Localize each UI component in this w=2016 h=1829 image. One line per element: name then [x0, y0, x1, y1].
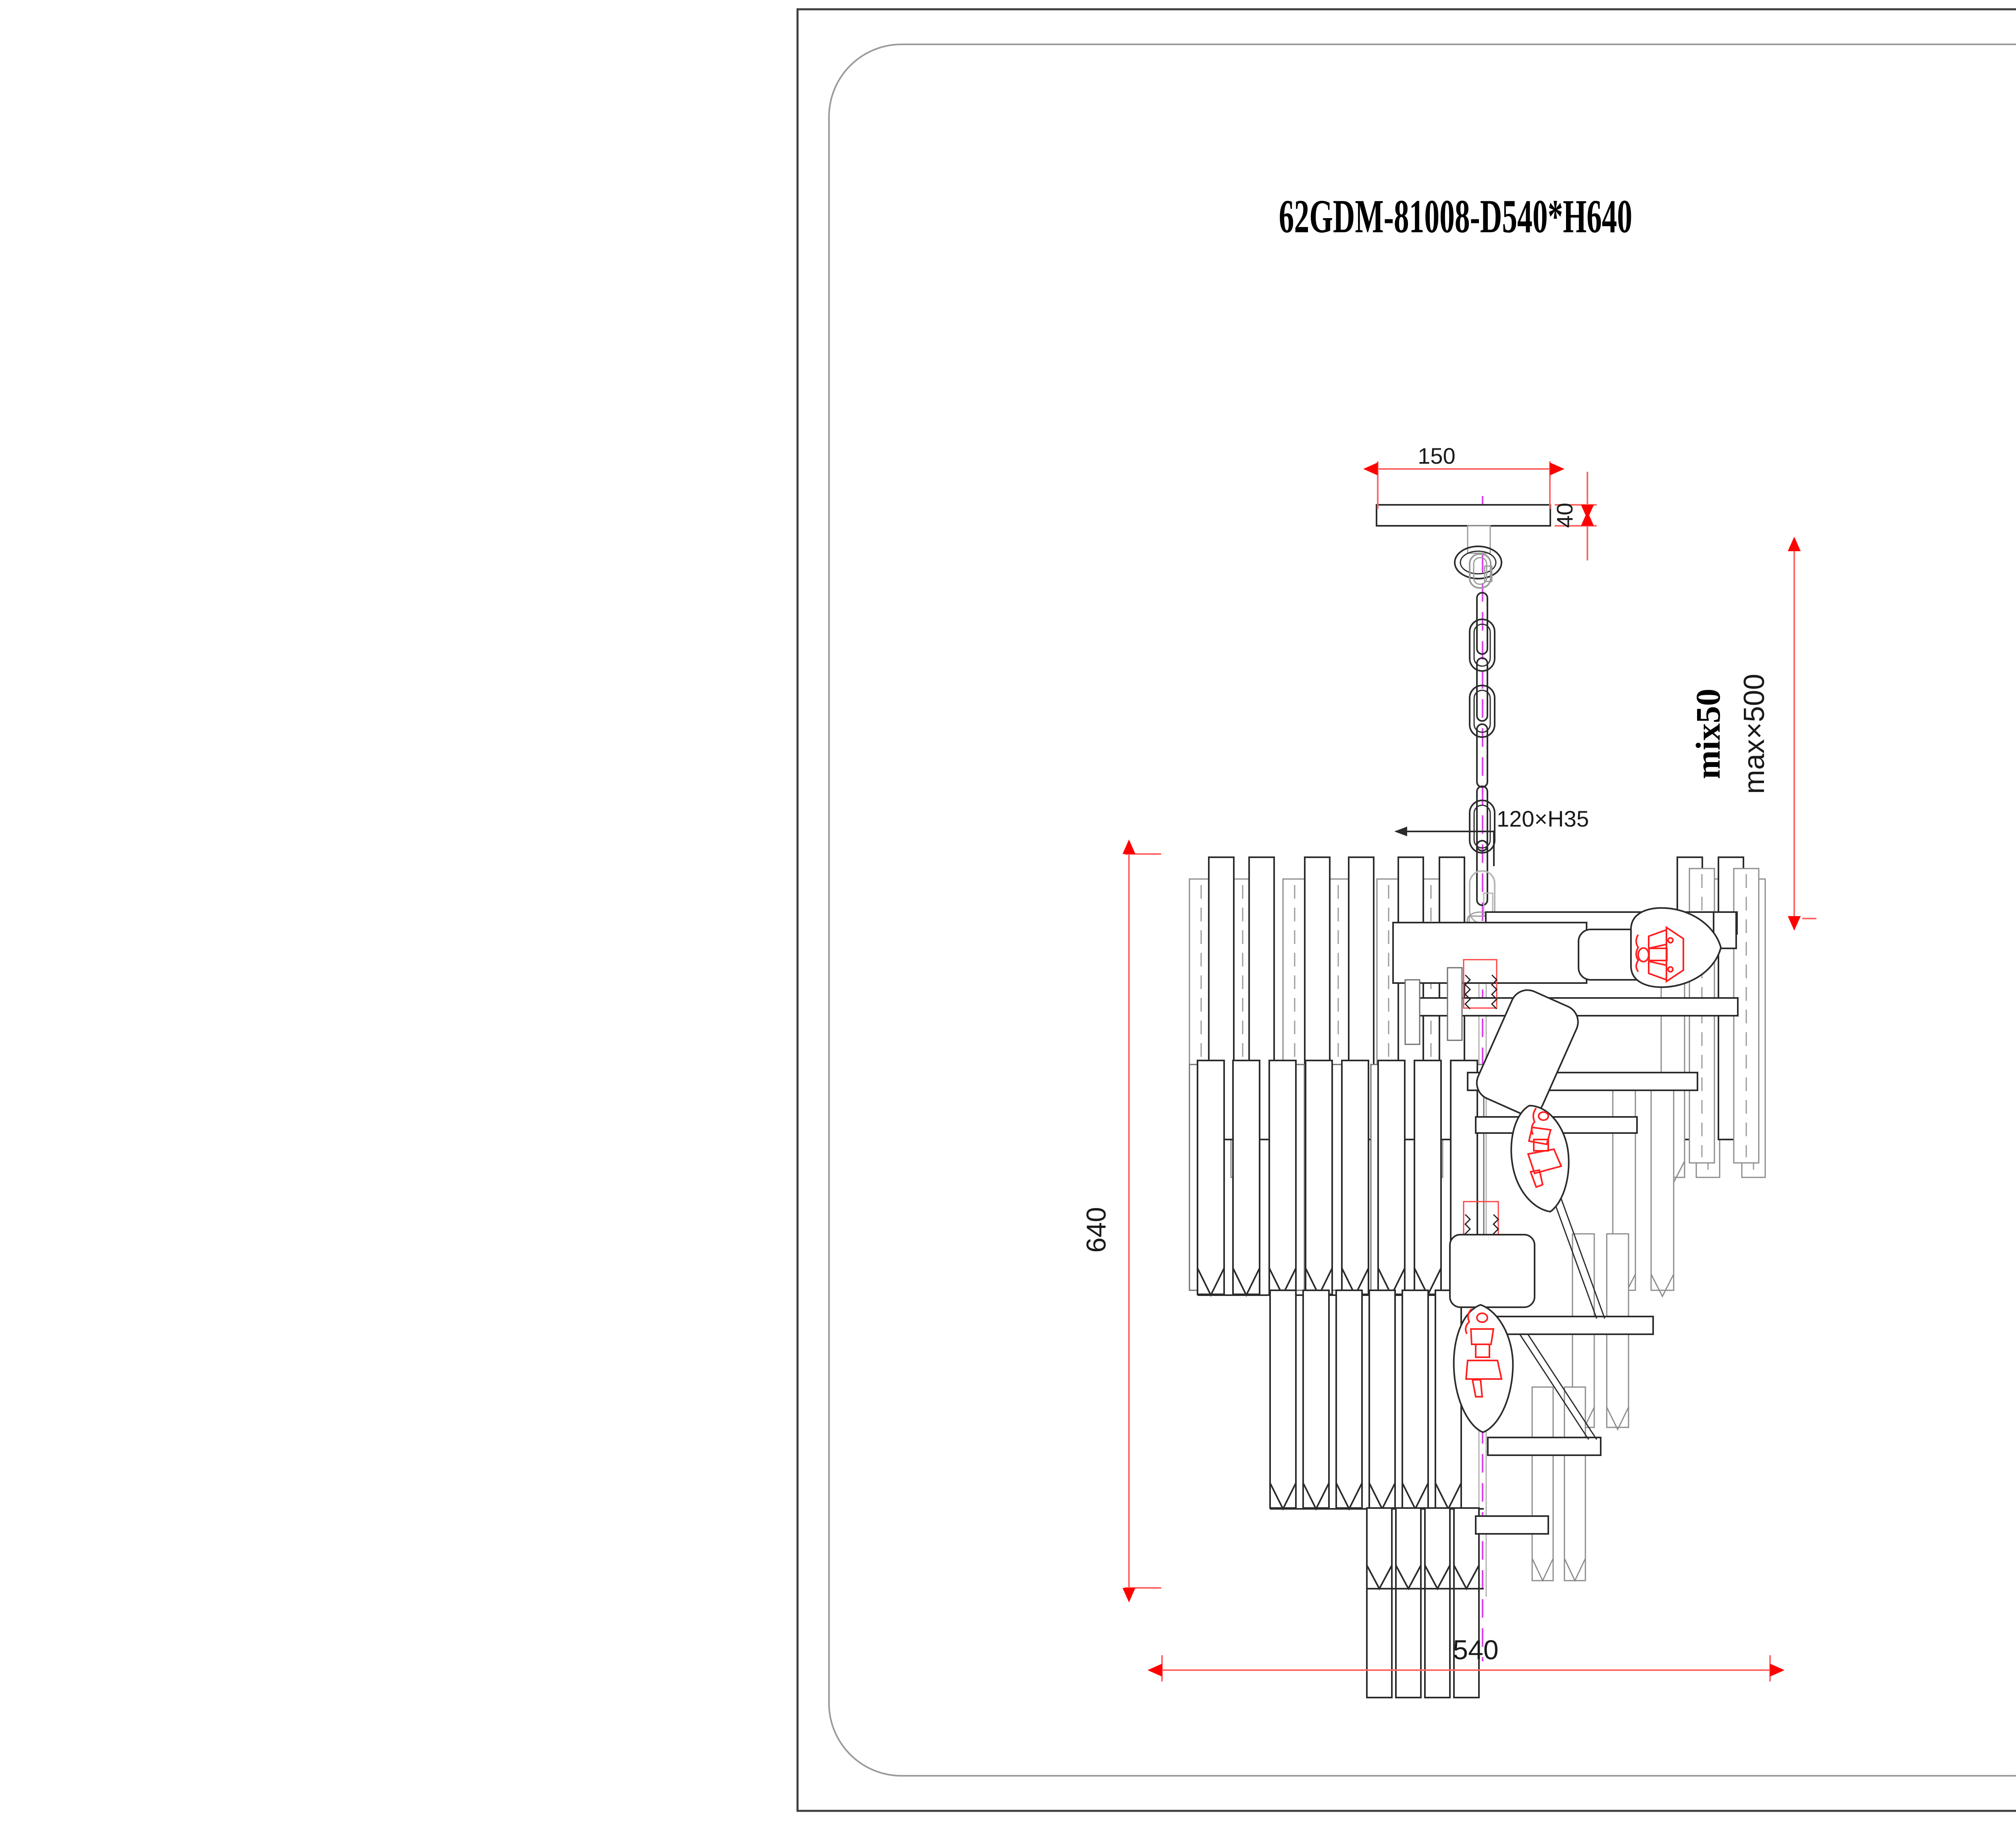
dimension-label-40: 40 [1552, 503, 1577, 528]
chain-link [1469, 619, 1495, 672]
dimension-40: 40 [1552, 472, 1597, 560]
frame-drop [1447, 967, 1463, 1041]
crystal-rod [1377, 1060, 1406, 1295]
chain-link [1469, 685, 1495, 738]
bulb-upper [1630, 907, 1722, 988]
crystal-rod [1341, 1060, 1369, 1295]
dimension-label-540: 540 [1453, 1635, 1498, 1665]
dimension-label-mix50: mix50 [1689, 689, 1727, 779]
frame-arm [1475, 1515, 1549, 1535]
dimension-150: 150 [1363, 443, 1564, 509]
leader-arrowhead [1394, 827, 1407, 836]
tier-4-rod-tips [1366, 1565, 1484, 1591]
bulb-filament [1527, 1107, 1562, 1188]
hanging-ring-inner [1460, 550, 1497, 575]
crystal-rod [1305, 1060, 1333, 1295]
quick-link-body [1469, 553, 1491, 589]
crystal-rod [1414, 1060, 1442, 1295]
socket-housing [1449, 1234, 1535, 1308]
crystal-rod [1453, 1507, 1480, 1698]
threaded-collar [1463, 959, 1497, 1009]
crystal-rod [1335, 1289, 1363, 1509]
chain-link [1473, 690, 1491, 733]
outer-border [796, 8, 2016, 1812]
dimension-540: 540 [1148, 1635, 1785, 1681]
chain-link [1476, 657, 1488, 722]
crystal-rod [1366, 1507, 1393, 1698]
sheet-borders [796, 8, 2016, 1812]
chain-link [1469, 800, 1495, 854]
crystal-rod [1302, 1289, 1330, 1509]
dimension-label-120-h35: 120×H35 [1497, 806, 1589, 831]
ceiling-canopy-assembly [1376, 504, 1551, 589]
crystal-rod [1402, 1289, 1429, 1509]
title-block: 62GDM-81008-D540*H640 [1279, 190, 1633, 243]
crystal-rod [1531, 1386, 1554, 1581]
frame-arm [1491, 1316, 1654, 1335]
chain-link [1476, 592, 1488, 655]
crystal-rod [1435, 1289, 1462, 1509]
dimension-label-max500: max×500 [1738, 674, 1770, 794]
chain-link [1473, 804, 1491, 849]
crystal-rod [1269, 1289, 1297, 1509]
crystal-rod [1368, 1289, 1396, 1509]
crystal-rod [1395, 1507, 1422, 1698]
chain-link [1473, 623, 1491, 667]
bulb-lower [1453, 1304, 1514, 1433]
chain-link [1476, 840, 1488, 906]
crystal-rod [1564, 1386, 1586, 1581]
bulb-middle [1510, 1104, 1570, 1213]
dimension-label-640: 640 [1081, 1207, 1112, 1252]
tilted-lamp-socket [1476, 989, 1579, 1116]
frame-drop [1404, 979, 1420, 1045]
crystal-rod [1197, 1060, 1225, 1295]
page-title: 62GDM-81008-D540*H640 [1279, 190, 1633, 243]
inner-border-rounded [828, 44, 2016, 1777]
dimension-640: 640 [1081, 840, 1161, 1602]
dimension-chain-link: 120×H35 [1394, 806, 1589, 866]
crystal-rod [1650, 1088, 1674, 1291]
quick-link-inner [1473, 557, 1487, 585]
dimension-label-150: 150 [1418, 443, 1455, 469]
canopy-plate [1376, 504, 1551, 527]
thread-hatch [1464, 974, 1498, 1010]
dimension-chain-drop: mix50 max×500 [1689, 537, 1816, 931]
bulb-filament [1465, 1308, 1503, 1398]
lamp-bulbs [1453, 907, 1722, 1433]
crystal-rod [1424, 1507, 1451, 1698]
frame-arm [1487, 1437, 1602, 1456]
bulb-filament [1635, 926, 1684, 983]
tier-3-crystal-rods [1269, 1289, 1484, 1511]
crystal-rod [1232, 1060, 1260, 1295]
chain-link [1476, 785, 1488, 852]
quick-link-collar [1484, 565, 1493, 582]
crystal-rod [1268, 1060, 1297, 1295]
hanging-ring-outer [1454, 546, 1502, 579]
tier-4-crystal-rods [1366, 1507, 1484, 1698]
canopy-stem [1467, 525, 1491, 554]
socket-housing [1392, 922, 1587, 984]
